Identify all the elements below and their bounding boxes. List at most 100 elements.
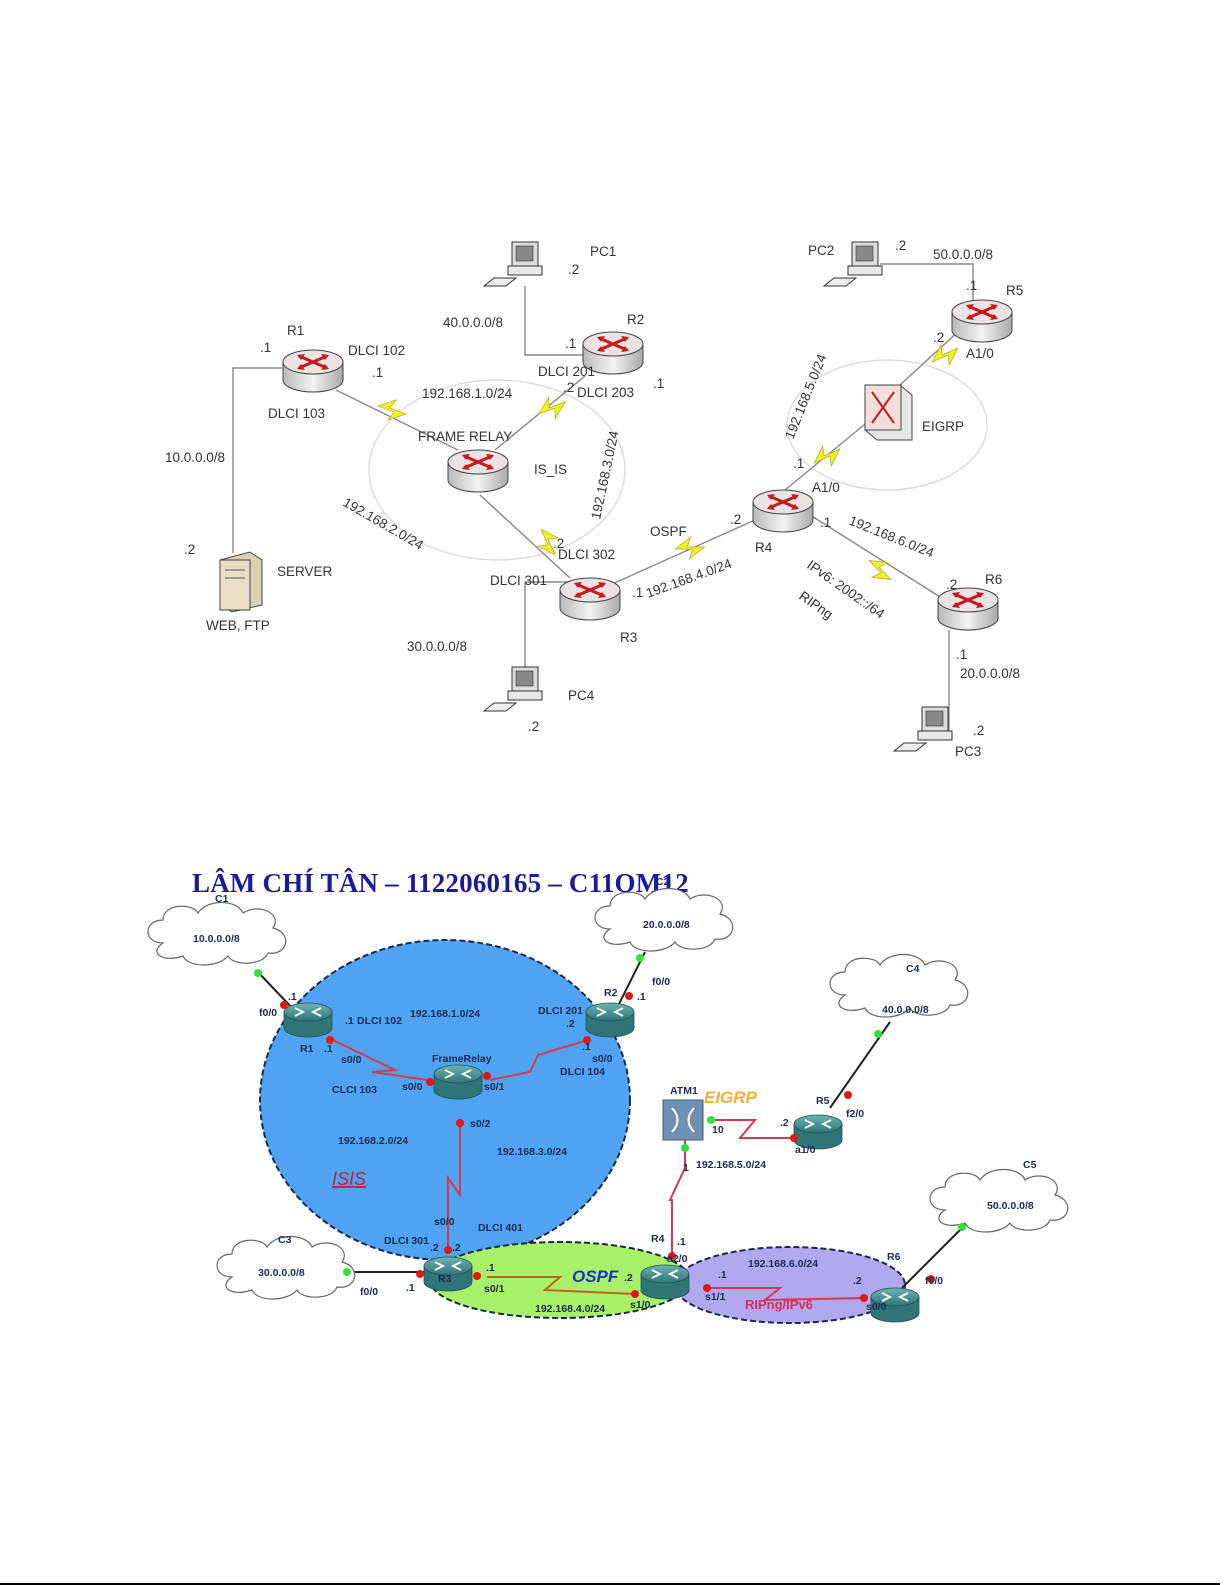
link-r4-r6 [710,1287,866,1302]
link-atm-r4 [668,1133,686,1255]
host-label: .1 [565,336,576,351]
host-label: .1 [486,1262,495,1274]
interface-label: s0/2 [470,1118,491,1130]
serial-bolt-icon [809,438,845,474]
page-bottom-rule [0,1583,1220,1585]
host-label: .1 [637,991,646,1003]
port-down-dot [844,1091,852,1099]
port-down-dot [456,1119,464,1127]
document-title: LÂM CHÍ TÂN – 1122060165 – C11QM12 [192,868,689,898]
host-label: .2 [184,542,195,557]
link-c1-r1 [255,969,295,1011]
port-up-dot [958,1223,966,1231]
host-label: .1 [260,340,271,355]
router-icon [751,488,815,534]
port-up-dot [254,969,262,977]
device-label: FrameRelay [432,1053,492,1065]
router-icon [433,1064,483,1100]
host-label: .1 [288,991,297,1003]
host-label: .2 [430,1242,439,1254]
device-label: R4 [651,1233,665,1245]
network-label: 30.0.0.0/8 [407,639,467,654]
ospf-area-label: OSPF [572,1267,619,1286]
router-icon [281,348,345,394]
dlci-label: DLCI 301 [384,1235,429,1247]
dlci-label: DLCI 201 [538,1005,583,1017]
router-icon [950,298,1014,344]
link-r4-r6 [809,514,946,601]
interface-label: s0/1 [484,1081,505,1093]
host-label: .1 [793,456,804,471]
host-label: .1 [966,278,977,293]
cloud-name: C1 [215,893,229,905]
interface-label: a2/0 [667,1253,688,1265]
device-label: R2 [604,987,618,999]
host-label: .1 [956,647,967,662]
port-up-dot [874,1030,882,1038]
isis-area-label: ISIS [332,1169,366,1189]
cloud-network: 50.0.0.0/8 [987,1200,1034,1212]
device-role-label: WEB, FTP [206,618,270,633]
network-label: 192.168.5.0/24 [782,352,830,442]
host-label: .2 [452,1242,461,1254]
area-label: IS_IS [534,462,567,477]
network-label: 192.168.1.0/24 [422,386,513,401]
host-label: .1 [582,1041,591,1053]
interface-label: f0/0 [652,976,670,988]
area-label: FRAME RELAY [418,429,512,444]
area-label: RIPng [796,588,835,622]
host-label: .1 [653,376,664,391]
dlci-label: CLCI 103 [332,1084,377,1096]
link-r2-fr [489,1039,589,1081]
host-label: .2 [946,577,957,592]
cloud-name: C4 [906,963,920,975]
network-label: 192.168.2.0/24 [338,1135,408,1147]
host-label: .1 [718,1269,727,1281]
interface-label: s0/0 [341,1054,362,1066]
cloud-network: 40.0.0.0/8 [882,1004,929,1016]
dlci-label: DLCI 302 [558,547,615,562]
interface-label: s1/1 [705,1291,726,1303]
dlci-label: DLCI 301 [490,573,547,588]
port-label: 1 [683,1162,689,1174]
host-label: .2 [973,723,984,738]
eigrp-area-outline [786,359,988,491]
link-r2-pc1 [524,286,583,356]
port-down-dot [790,1134,798,1142]
port-down-dot [444,1246,452,1254]
device-label: R1 [287,323,304,338]
link-r5-pc2 [880,263,974,300]
server-icon [219,551,263,613]
dlci-label: DLCI 203 [577,385,634,400]
link-r3-r4 [487,1276,636,1295]
interface-label: s0/0 [434,1216,455,1228]
port-down-dot [280,1001,288,1009]
port-down-dot [473,1272,481,1280]
network-label: 192.168.3.0/24 [588,429,622,521]
host-label: .1 [632,585,643,600]
router-icon [936,586,1000,632]
rip-area-label: RIPng/IPv6 [745,1297,813,1312]
network-label: 192.168.3.0/24 [497,1146,567,1158]
host-label: .1 [677,1236,686,1248]
interface-label: A1/0 [812,480,840,495]
network-label: 192.168.6.0/24 [748,1258,818,1270]
link-fr-r3 [479,494,571,579]
topology-diagram-1: PC1 .2 40.0.0.0/8 R2 .1 DLCI 201 .2 DLCI… [165,238,1023,759]
interface-label: f0/0 [259,1007,277,1019]
atm-switch-icon [864,384,913,441]
port-down-dot [631,1290,639,1298]
port-up-dot [343,1268,351,1276]
device-label: R1 [300,1043,314,1055]
router-icon [640,1264,690,1300]
dlci-label: DLCI 201 [538,364,595,379]
port-down-dot [927,1275,935,1283]
isis-area [259,939,631,1261]
device-label: R6 [887,1251,901,1263]
cloud-network: 10.0.0.0/8 [193,933,240,945]
router-icon [283,1002,333,1038]
device-label: PC1 [590,244,616,259]
cloud-name: C2 [656,876,670,888]
host-label: .2 [730,512,741,527]
